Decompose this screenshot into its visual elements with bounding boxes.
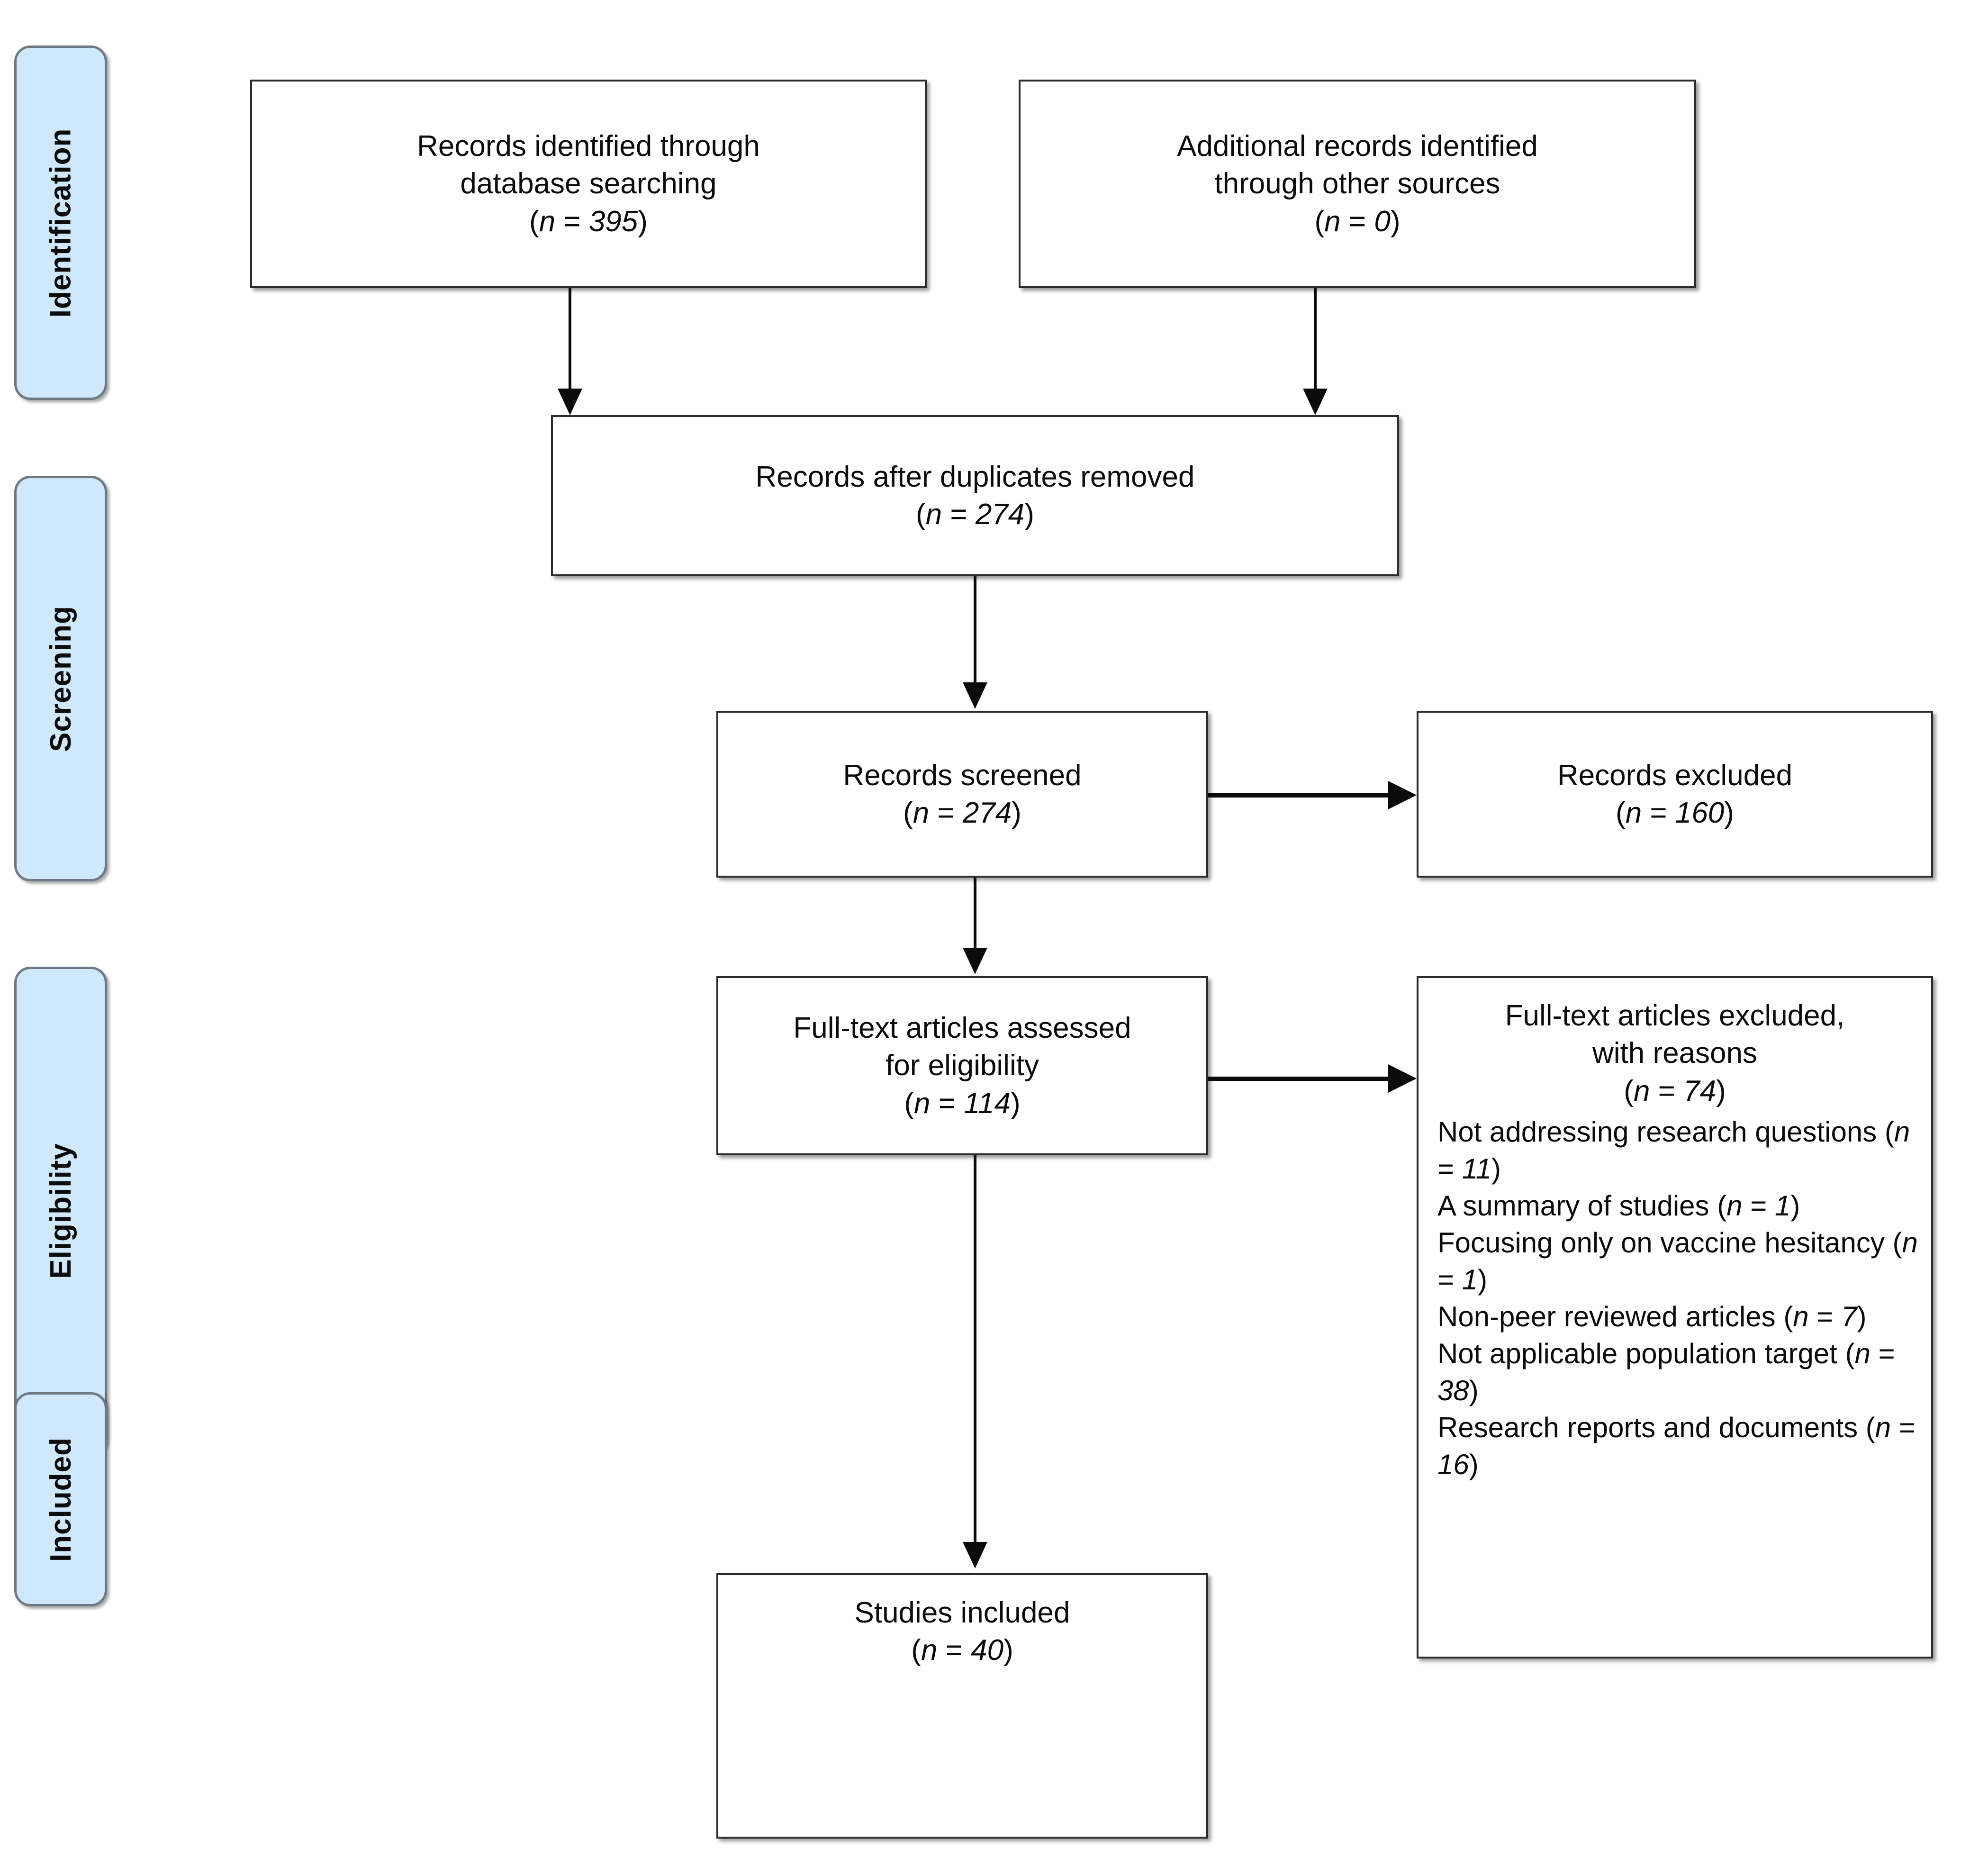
arrow-down-icon — [963, 1542, 987, 1568]
box-line-1: Studies included — [854, 1596, 1070, 1629]
box-count: (n = 395) — [529, 205, 648, 238]
stage-label-screening: Screening — [44, 605, 77, 752]
box-studies-included: Studies included (n = 40) — [716, 1573, 1208, 1839]
box-count: (n = 274) — [903, 797, 1021, 829]
box-fulltext-articles-excluded-with-reasons: Full-text articles excluded, with reason… — [1417, 976, 1933, 1659]
connector-screened-to-fulltext — [974, 878, 976, 950]
connector-fulltext-to-included — [974, 1155, 976, 1545]
stage-pill-eligibility: Eligibility — [14, 967, 107, 1455]
box-line-2: database searching — [460, 167, 717, 200]
list-item: Not applicable population target (n = 38… — [1437, 1338, 1895, 1407]
box-line-1: Full-text articles excluded, — [1505, 999, 1845, 1032]
arrow-right-icon — [1388, 781, 1417, 809]
box-count: (n = 74) — [1624, 1074, 1726, 1107]
stage-label-identification: Identification — [44, 128, 77, 317]
list-item: A summary of studies (n = 1) — [1437, 1190, 1800, 1222]
stage-label-eligibility: Eligibility — [44, 1142, 77, 1279]
list-item: Not addressing research questions (n = 1… — [1437, 1116, 1910, 1185]
stage-pill-included: Included — [14, 1392, 107, 1606]
box-records-screened: Records screened (n = 274) — [716, 711, 1208, 878]
list-item: Research reports and documents (n = 16) — [1437, 1412, 1916, 1481]
arrow-right-icon — [1388, 1064, 1417, 1093]
box-count: (n = 274) — [916, 498, 1034, 531]
box-line-1: Records after duplicates removed — [755, 460, 1195, 493]
connector-db-to-duplicates — [569, 288, 571, 391]
box-records-identified-database: Records identified through database sear… — [250, 80, 927, 288]
box-additional-records-other-sources: Additional records identified through ot… — [1019, 80, 1696, 288]
stage-pill-identification: Identification — [14, 45, 107, 400]
box-line-1: Records excluded — [1557, 759, 1793, 792]
box-line-1: Records screened — [843, 759, 1082, 792]
box-records-after-duplicates-removed: Records after duplicates removed (n = 27… — [551, 415, 1399, 576]
stage-pill-screening: Screening — [14, 476, 107, 881]
exclusion-reasons-list: Not addressing research questions (n = 1… — [1431, 1114, 1919, 1483]
box-count: (n = 0) — [1314, 205, 1401, 238]
box-line-2: for eligibility — [886, 1049, 1039, 1082]
arrow-down-icon — [558, 389, 582, 415]
box-line-1: Additional records identified — [1177, 129, 1538, 163]
connector-screened-to-excluded — [1208, 793, 1398, 798]
connector-duplicates-to-screened — [974, 576, 976, 685]
stage-label-included: Included — [44, 1437, 77, 1562]
arrow-down-icon — [1303, 389, 1328, 415]
box-fulltext-articles-assessed: Full-text articles assessed for eligibil… — [716, 976, 1208, 1155]
list-item: Non-peer reviewed articles (n = 7) — [1437, 1301, 1867, 1333]
box-count: (n = 160) — [1616, 797, 1734, 829]
list-item: Focusing only on vaccine hesitancy (n = … — [1437, 1227, 1918, 1296]
box-line-2: through other sources — [1214, 167, 1500, 200]
box-records-excluded: Records excluded (n = 160) — [1417, 711, 1933, 878]
box-line-1: Full-text articles assessed — [793, 1011, 1131, 1044]
arrow-down-icon — [963, 682, 987, 709]
box-count: (n = 40) — [911, 1634, 1013, 1667]
box-count: (n = 114) — [904, 1087, 1021, 1120]
connector-other-to-duplicates — [1314, 288, 1317, 391]
box-line-1: Records identified through — [417, 129, 760, 163]
arrow-down-icon — [963, 948, 987, 974]
box-line-2: with reasons — [1592, 1037, 1758, 1070]
connector-fulltext-to-excluded-reasons — [1208, 1077, 1398, 1081]
